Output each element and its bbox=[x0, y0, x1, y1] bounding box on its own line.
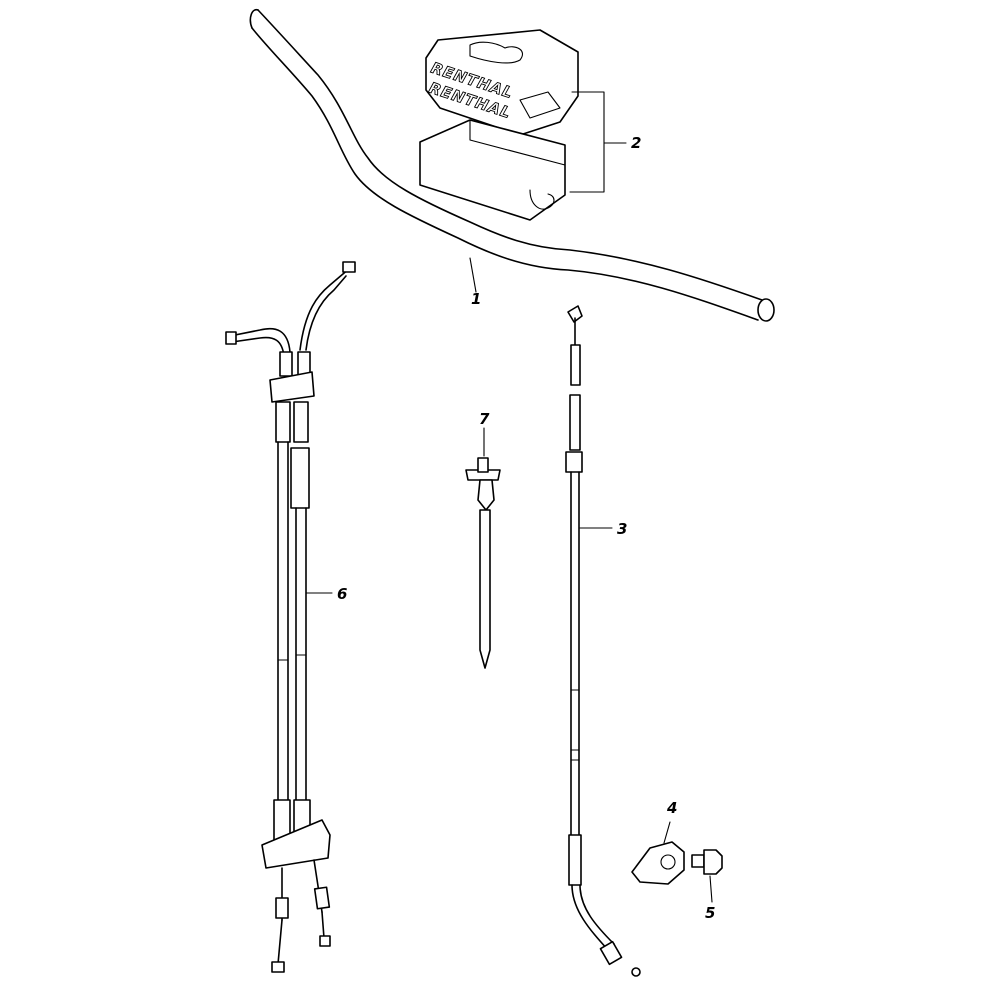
cable-tie-head bbox=[477, 457, 489, 473]
cable-boot bbox=[290, 447, 310, 509]
cable-sleeve bbox=[275, 401, 291, 443]
logo-mark bbox=[469, 41, 523, 64]
cable-sleeve bbox=[293, 401, 309, 443]
cable-end-icon bbox=[271, 961, 285, 973]
cable-end-icon bbox=[342, 261, 356, 273]
callout-5: 5 bbox=[705, 904, 715, 922]
callout-1: 1 bbox=[471, 290, 481, 308]
throttle-cable-assembly bbox=[225, 261, 356, 973]
bolt bbox=[691, 849, 723, 875]
callout-2: 2 bbox=[631, 134, 641, 152]
cable-end-icon bbox=[319, 935, 331, 947]
cable-nut bbox=[565, 451, 583, 473]
callout-6: 6 bbox=[337, 585, 347, 603]
cable-sleeve-top bbox=[569, 394, 581, 451]
bracket-2 bbox=[569, 91, 627, 193]
cable-end-icon bbox=[631, 967, 641, 977]
callout-3: 3 bbox=[617, 520, 627, 538]
leader-line-5 bbox=[709, 875, 713, 903]
cable-housing-top bbox=[269, 371, 315, 403]
leader-line-4 bbox=[663, 821, 671, 844]
cable-tie bbox=[465, 457, 501, 669]
cable-tie-strap bbox=[479, 509, 491, 669]
callout-4: 4 bbox=[666, 799, 677, 817]
leader-line-1 bbox=[469, 257, 477, 293]
handlebar bbox=[249, 8, 775, 322]
bar-pad-foam bbox=[419, 119, 566, 221]
cable-housing-bottom bbox=[261, 819, 331, 869]
clutch-cable bbox=[565, 305, 641, 977]
callout-7: 7 bbox=[479, 410, 490, 428]
cable-end-icon bbox=[225, 331, 237, 345]
bar-pad-cover: RENTHAL RENTHAL bbox=[425, 29, 579, 136]
cable-clamp bbox=[631, 841, 685, 885]
cable-adjuster bbox=[570, 344, 581, 386]
handlebar-end-icon bbox=[757, 298, 775, 322]
